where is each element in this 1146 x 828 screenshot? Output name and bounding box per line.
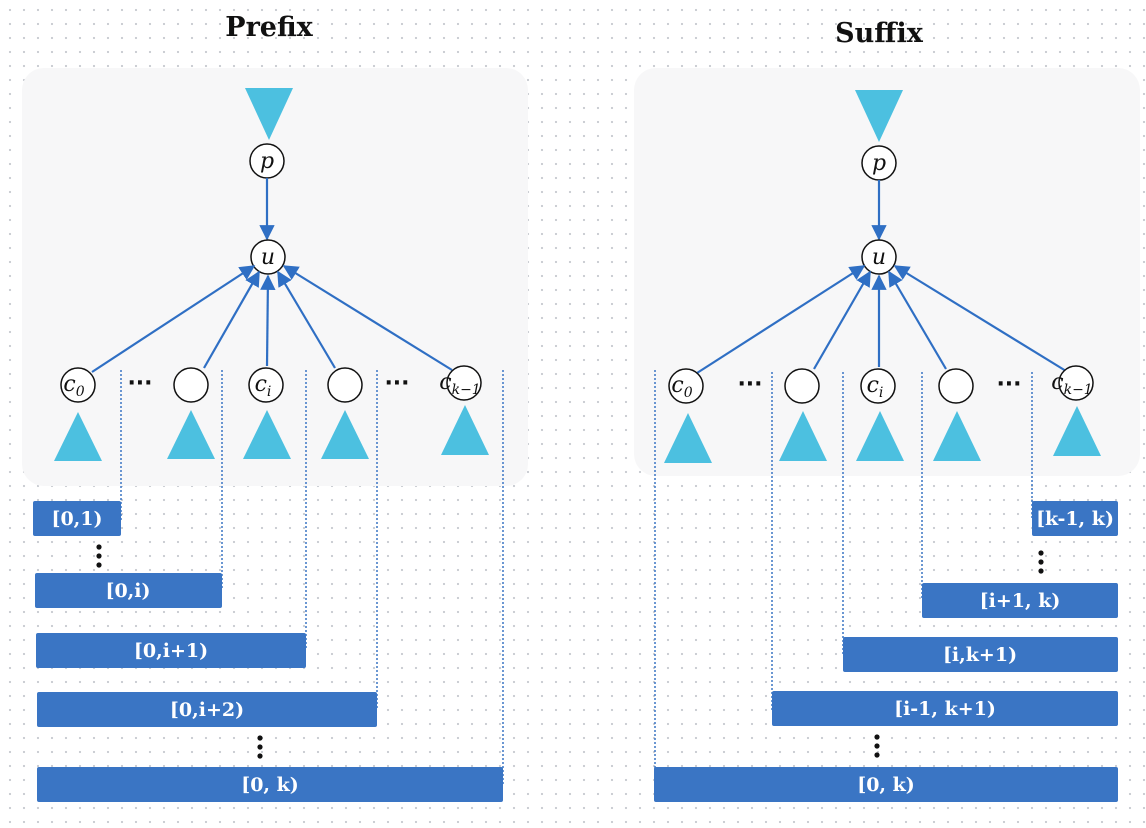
node-ck-label: ck−1 [1051, 370, 1092, 398]
subtree-ck-triangle [1053, 406, 1101, 456]
node-p-label: p [872, 151, 886, 176]
node-child3 [327, 367, 363, 403]
subtree-child3-triangle [933, 411, 981, 461]
subtree-ci-triangle [856, 411, 904, 461]
node-c0-label: c0 [671, 373, 692, 401]
node-child3 [938, 368, 974, 404]
vertical-ellipsis [96, 544, 102, 568]
ellipsis-right: ··· [996, 372, 1021, 397]
arrow-ci-u [260, 274, 276, 367]
ellipsis-left: ··· [127, 371, 152, 396]
arrow-child1-u [203, 270, 260, 369]
vertical-ellipsis [1038, 550, 1044, 574]
node-u-label: u [261, 245, 275, 270]
range-bar [36, 633, 306, 668]
range-bar [654, 767, 1118, 802]
range-label: [0,i+1) [134, 640, 208, 662]
ellipsis-left: ··· [737, 372, 762, 397]
arrow-ck-u [893, 265, 1067, 372]
node-ci [860, 368, 896, 404]
node-child1 [173, 367, 209, 403]
subtree-c0-triangle [664, 413, 712, 463]
range-bar [37, 767, 503, 802]
node-c0-label: c0 [63, 372, 84, 400]
arrow-child3-u [277, 270, 336, 369]
range-bar [772, 691, 1118, 726]
node-c0 [668, 368, 704, 404]
parent-subtree-triangle [855, 90, 903, 142]
range-label: [0,i) [105, 580, 150, 602]
node-ci [248, 367, 284, 403]
range-label: [0, k) [241, 774, 299, 796]
vertical-ellipsis [874, 734, 880, 758]
suffix-tree: p u c0 ··· ci ··· ck−1 [k-1, k) [654, 90, 1118, 802]
node-u [250, 239, 286, 275]
node-u [861, 239, 897, 275]
node-u-label: u [872, 245, 886, 270]
subtree-child1-triangle [779, 411, 827, 461]
range-label: [i-1, k+1) [894, 698, 996, 720]
node-ci-label: ci [867, 373, 884, 401]
range-bar [843, 637, 1118, 672]
suffix-title: Suffix [835, 18, 923, 49]
node-ck [1058, 365, 1094, 401]
prefix-title: Prefix [225, 12, 313, 43]
node-ck [446, 365, 482, 401]
range-label: [0,i+2) [170, 699, 244, 721]
arrow-c0-u [91, 265, 256, 373]
parent-subtree-triangle [245, 88, 293, 140]
arrow-child1-u [813, 270, 871, 370]
node-ck-label: ck−1 [439, 370, 480, 398]
subtree-ck-triangle [441, 405, 489, 455]
node-child1 [784, 368, 820, 404]
vertical-ellipsis [257, 735, 263, 759]
arrow-ck-u [282, 265, 453, 371]
range-bar [922, 583, 1118, 618]
range-bar [37, 692, 377, 727]
range-label: [i,k+1) [943, 644, 1017, 666]
range-bar [35, 573, 222, 608]
node-p-label: p [260, 149, 274, 174]
subtree-child3-triangle [321, 410, 369, 459]
range-label: [i+1, k) [980, 590, 1061, 612]
subtree-c0-triangle [54, 412, 102, 461]
prefix-tree: p u c0 ··· ci ··· ck−1 [33, 88, 504, 802]
range-bar [1032, 501, 1118, 536]
range-label: [k-1, k) [1036, 508, 1114, 530]
node-ci-label: ci [255, 372, 272, 400]
range-bar [33, 501, 121, 536]
subtree-child1-triangle [167, 410, 215, 459]
ellipsis-right: ··· [384, 371, 409, 396]
node-c0 [60, 367, 96, 403]
range-label: [0, k) [857, 774, 915, 796]
subtree-ci-triangle [243, 410, 291, 459]
range-label: [0,1) [51, 508, 102, 530]
arrow-child3-u [888, 270, 947, 370]
arrow-c0-u [696, 265, 866, 374]
